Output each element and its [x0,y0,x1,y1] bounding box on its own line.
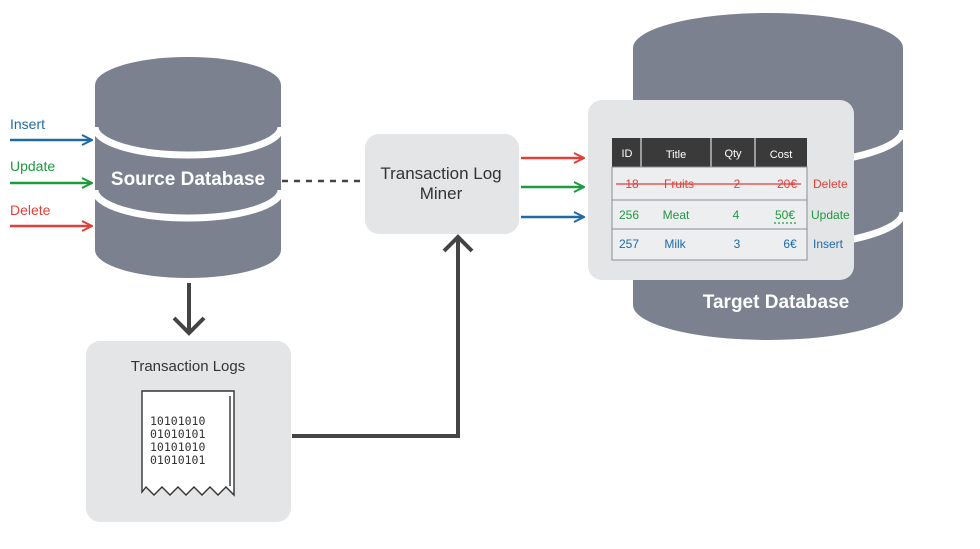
row-title: Meat [663,208,690,222]
col-header-title: Title [666,149,686,161]
log-document-icon [141,390,235,497]
row-op-insert: Insert [813,237,844,251]
col-header-cost: Cost [770,149,793,161]
miner-box [365,134,519,234]
table-body [611,166,808,261]
delete-label: Delete [10,202,51,218]
logs-title: Transaction Logs [131,358,246,375]
target-table: ID Title Qty Cost 18 Fruits 2 20€ Delete… [611,138,850,261]
logs-to-miner-arrow [292,234,474,438]
table-header-cell [711,138,755,167]
row-cost: 50€ [775,208,795,222]
log-bits-line: 01010101 [150,427,205,441]
col-header-qty: Qty [724,148,742,160]
row-op-delete: Delete [813,177,848,191]
log-bits-line: 10101010 [150,440,205,454]
table-header-cell [755,138,807,167]
miner-label-line2: Miner [420,184,463,203]
table-header-cell [612,138,641,167]
table-row-delete: 18 Fruits 2 20€ Delete [616,177,848,191]
row-cost: 6€ [783,237,797,251]
row-id: 256 [619,208,639,222]
source-database: Source Database [91,57,285,278]
table-row-update: 256 Meat 4 50€ Update [619,208,850,224]
row-title: Milk [664,237,686,251]
row-qty: 3 [734,237,741,251]
source-database-label: Source Database [111,169,265,190]
insert-label: Insert [10,116,45,132]
target-database-label: Target Database [703,292,849,313]
miner-label-line1: Transaction Log [380,164,501,183]
row-op-update: Update [811,208,850,222]
transaction-log-miner: Transaction Log Miner [365,134,519,234]
update-label: Update [10,158,55,174]
source-to-logs-arrow [172,283,206,336]
row-id: 257 [619,237,639,251]
log-bits-line: 01010101 [150,453,205,467]
table-row-insert: 257 Milk 3 6€ Insert [619,237,844,251]
col-header-id: ID [622,148,633,160]
log-bits-line: 10101010 [150,414,205,428]
table-header-cell [641,138,711,167]
outgoing-operations [521,158,584,217]
incoming-operations: Insert Update Delete [10,116,92,226]
transaction-logs: Transaction Logs 10101010 01010101 10101… [86,341,291,522]
row-qty: 4 [733,208,740,222]
